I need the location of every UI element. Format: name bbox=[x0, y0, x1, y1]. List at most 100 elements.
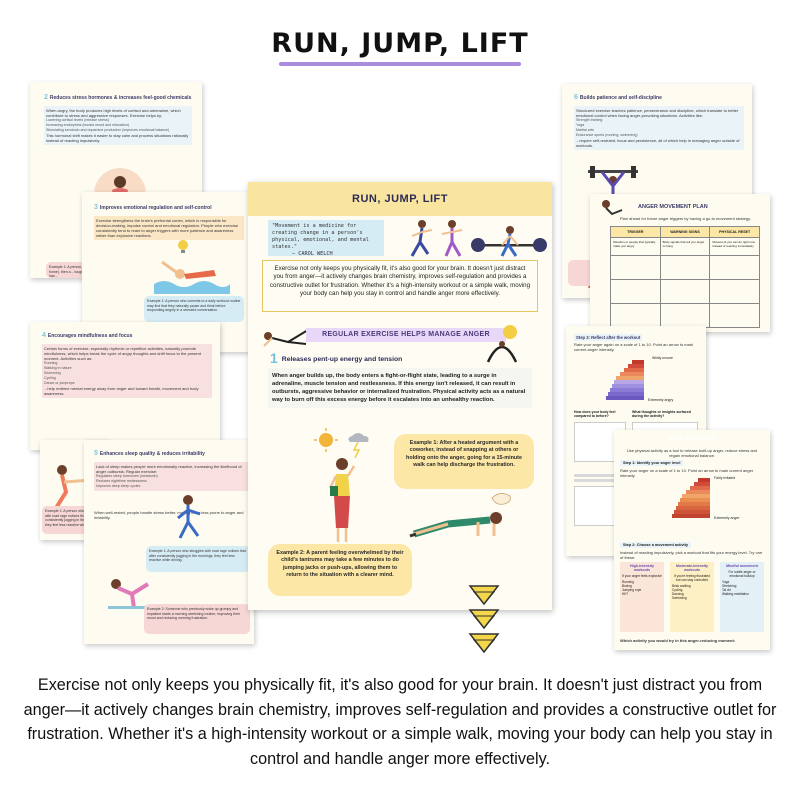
activity-item: Brisk walking bbox=[672, 584, 691, 588]
move-title: MOVE TO IMPROVE bbox=[668, 436, 716, 442]
page-title: RUN, JUMP, LIFT bbox=[271, 28, 529, 59]
step2-heading: Step 2: Choose a movement activity bbox=[620, 542, 691, 548]
move-intro: Use physical activity as a tool to relea… bbox=[626, 448, 758, 458]
column-title: Moderate-intensity workouts bbox=[676, 564, 708, 572]
section-number: 3 bbox=[94, 204, 98, 211]
center-worksheet-page: RUN, JUMP, LIFT "Movement is a medicine … bbox=[248, 182, 552, 610]
activity-item: Boxing bbox=[622, 584, 632, 588]
table-cell: Body signals that tell you anger is risi… bbox=[661, 238, 711, 255]
section-body: Exercise strengthens the brain's prefron… bbox=[96, 218, 239, 238]
bullet: Cycling bbox=[44, 376, 56, 380]
quote-box: "Movement is a medicine for creating cha… bbox=[268, 220, 384, 257]
anger-scale-bottom-label: Extremely angry bbox=[648, 398, 674, 402]
step1-body: Rate your anger on a scale of 1 to 10. P… bbox=[620, 468, 754, 478]
example-bubble: Example 2: Someone who previously woke u… bbox=[144, 604, 250, 634]
section-body: When anger builds up, the body enters a … bbox=[268, 368, 532, 408]
section-number: 4 bbox=[42, 332, 46, 339]
anger-scale-top-label: Wildly unsure bbox=[652, 356, 674, 360]
bullet: Lowering cortisol levels (release stress… bbox=[46, 118, 109, 122]
plan-subtitle: Plan ahead for future anger triggers by … bbox=[620, 216, 751, 221]
example-bubble-2: Example 2: A parent feeling overwhelmed … bbox=[268, 544, 412, 596]
section-band: REGULAR EXERCISE HELPS MANAGE ANGER bbox=[306, 328, 506, 342]
section-footer: ...help redirect mental energy away from… bbox=[44, 386, 199, 396]
section-body-box: Certain forms of exercise, especially rh… bbox=[42, 344, 212, 398]
column-header: PHYSICAL RESET bbox=[719, 230, 751, 234]
scale-bottom-label: Extremely anger bbox=[714, 516, 740, 520]
quote-text: "Movement is a medicine for creating cha… bbox=[272, 223, 369, 250]
swimmer-illustration bbox=[154, 260, 230, 294]
section-footer: When well-rested, people handle stress b… bbox=[94, 510, 244, 520]
dancer-illustration bbox=[602, 200, 623, 216]
column-sub: If your anger feels explosive bbox=[622, 574, 662, 578]
section-title: Improves emotional regulation and self-c… bbox=[99, 205, 212, 211]
title-underline bbox=[279, 62, 521, 66]
activity-column-moderate: Moderate-intensity workouts If you're fe… bbox=[670, 562, 714, 632]
example-bubble-1: Example 1: After a heated argument with … bbox=[394, 434, 534, 489]
move-footer: Which activity you would try in this ang… bbox=[620, 638, 736, 643]
activity-item: HIIT bbox=[622, 592, 629, 596]
section-title: Releases pent-up energy and tension bbox=[281, 356, 403, 363]
bullet: Regulates sleep hormones (melatonin) bbox=[96, 474, 158, 478]
section-number: 2 bbox=[44, 94, 48, 101]
bullet: Strength training bbox=[576, 118, 603, 122]
activity-item: Dancing bbox=[672, 592, 684, 596]
column-sub: If you're feeling frustrated but can sta… bbox=[674, 574, 710, 582]
column-header: WARNING SIGNS bbox=[661, 227, 711, 237]
plan-table: TRIGGER WARNING SIGNS PHYSICAL RESET Sit… bbox=[610, 226, 760, 328]
bullet: Endurance sports (running, swimming) bbox=[576, 133, 638, 137]
section-body: When angry, the body produces high level… bbox=[46, 108, 181, 118]
bullet: Reduces nighttime restlessness bbox=[96, 479, 147, 483]
section-footer: ...require self-restraint, focus and per… bbox=[576, 138, 740, 148]
section-title: Reduces stress hormones & increases feel… bbox=[49, 95, 192, 101]
section-number: 1 bbox=[270, 350, 278, 366]
intro-box: Exercise not only keeps you physically f… bbox=[262, 260, 538, 312]
activity-column-mindful: Mindful movement For subtle anger or emo… bbox=[720, 562, 764, 632]
activity-column-high: High-intensity workouts If your anger fe… bbox=[620, 562, 664, 632]
yoga-pose-left-illustration bbox=[263, 329, 309, 347]
yoga-pose-right-illustration bbox=[486, 325, 518, 363]
activity-item: Cycling bbox=[672, 588, 683, 592]
section-body-box: Exercise strengthens the brain's prefron… bbox=[94, 216, 244, 240]
bullet: Improves deep sleep cycles bbox=[96, 484, 141, 488]
example-bubble: Example 1: A person who commits to a dai… bbox=[144, 296, 244, 322]
bullet: Swimming bbox=[44, 371, 61, 375]
reflect-question: How does your body feel compared to befo… bbox=[574, 410, 616, 418]
section-body-box: Lack of sleep makes people more emotiona… bbox=[94, 462, 250, 491]
section-body: Lack of sleep makes people more emotiona… bbox=[96, 464, 242, 474]
bullet: Running bbox=[44, 361, 58, 365]
section-body-box: Structured exercise teaches patience, pe… bbox=[574, 106, 744, 150]
bullet: Increasing endorphins (boosts mood and r… bbox=[46, 123, 129, 127]
header-band bbox=[248, 182, 552, 216]
yoga-illustration bbox=[108, 579, 154, 609]
bullet: Dance or jumprope bbox=[44, 381, 75, 385]
column-title: Mindful movement bbox=[726, 564, 758, 568]
table-cell: Movement you can do right now instead of… bbox=[712, 240, 755, 248]
example-bubble: Example 1: A person who struggles with r… bbox=[146, 546, 250, 572]
section-number: 5 bbox=[94, 450, 98, 457]
bullet: Walking in nature bbox=[44, 366, 72, 370]
section-footer: This hormonal shift makes it easier to s… bbox=[46, 133, 189, 143]
anger-movement-plan-page: ANGER MOVEMENT PLAN Plan ahead for futur… bbox=[590, 194, 770, 332]
activity-item: Jumping rope bbox=[622, 588, 642, 592]
activity-item: Tai chi bbox=[722, 588, 732, 592]
reflect-body: Rate your anger again on a scale of 1 to… bbox=[574, 342, 694, 352]
activity-item: Running bbox=[622, 580, 634, 584]
column-title: High-intensity workouts bbox=[630, 564, 654, 572]
section-body: Certain forms of exercise, especially rh… bbox=[44, 346, 201, 361]
lightbulb-icon bbox=[178, 240, 188, 253]
activity-item: Stretching bbox=[722, 584, 737, 588]
section-number: 6 bbox=[574, 94, 578, 101]
woman-storm-sun-illustration bbox=[314, 428, 369, 542]
reflect-question-partial bbox=[574, 472, 624, 484]
exercisers-illustration bbox=[410, 220, 547, 257]
section-title: Enhances sleep quality & reduces irritab… bbox=[99, 451, 205, 457]
bullet: Stimulating serotonin and dopamine produ… bbox=[46, 128, 170, 132]
reflect-question: What thoughts or insights surfaced durin… bbox=[632, 410, 691, 418]
table-cell: Situation or people that typically make … bbox=[611, 238, 661, 255]
activity-item: Walking meditation bbox=[722, 592, 749, 596]
pushup-man-illustration bbox=[409, 493, 511, 538]
activity-item: Swimming bbox=[672, 596, 687, 600]
anger-scale-staircase bbox=[606, 360, 644, 400]
